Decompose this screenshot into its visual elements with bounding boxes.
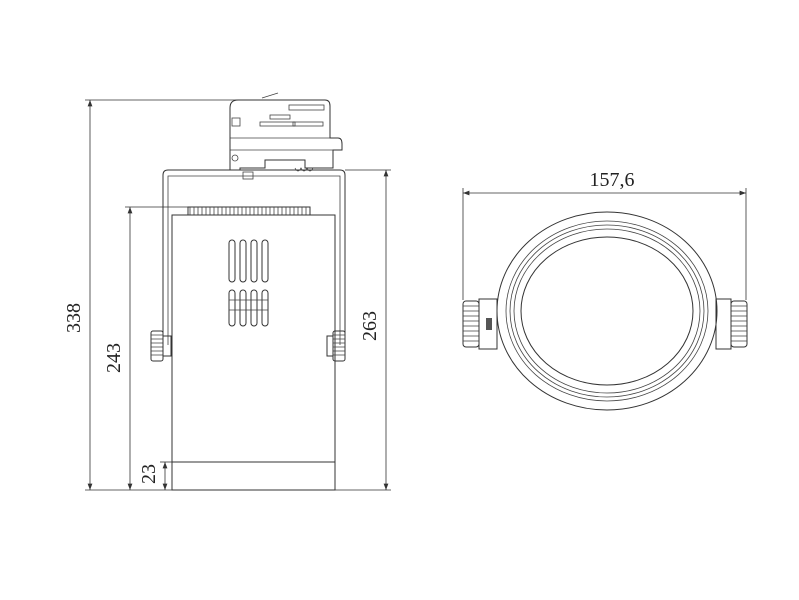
knob-front-left-icon: [462, 298, 498, 350]
dimension-label-23: 23: [138, 464, 160, 484]
dimension-label-263: 263: [359, 311, 381, 341]
dimension-243: 243: [103, 206, 190, 490]
dimension-263: 263: [335, 169, 391, 491]
knob-left-icon: [150, 330, 172, 362]
knob-right-icon: [326, 330, 346, 362]
lamp-body: [171, 214, 336, 491]
track-adapter: [229, 92, 343, 180]
lens-rings: [496, 211, 718, 411]
dimension-label-243: 243: [103, 343, 125, 373]
side-view: 338 243 23 263: [63, 92, 391, 491]
dimension-23: 23: [138, 461, 172, 490]
front-view: 157,6: [462, 169, 748, 411]
grille-teeth: [189, 207, 307, 215]
dimension-label-338: 338: [63, 303, 85, 333]
dimension-338: 338: [63, 99, 240, 491]
knob-front-right-icon: [715, 298, 748, 350]
mounting-bracket: [162, 169, 346, 345]
dimension-label-diameter: 157,6: [590, 169, 635, 191]
vent-slots: [228, 239, 269, 327]
dimension-157-6: 157,6: [462, 169, 747, 300]
